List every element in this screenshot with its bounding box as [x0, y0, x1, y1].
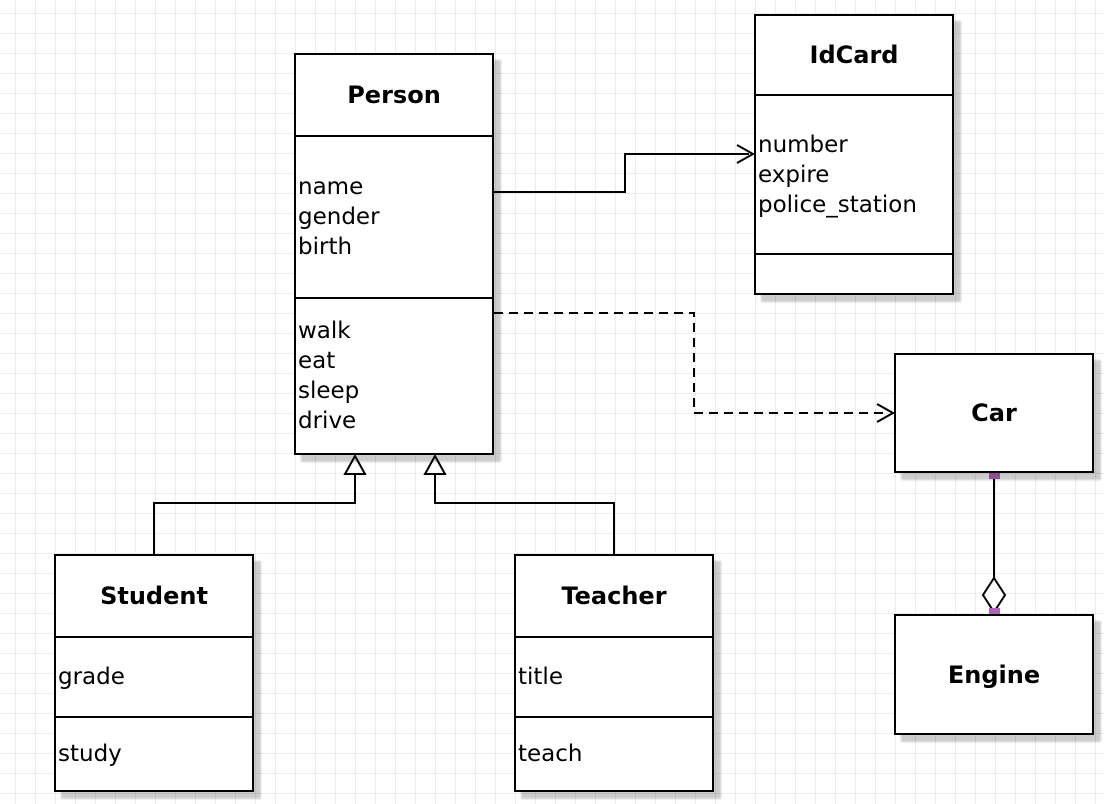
- class-title: Teacher: [561, 582, 667, 610]
- hollow-triangle-arrowhead-icon: [423, 453, 447, 475]
- open-arrowhead-icon: [736, 144, 756, 164]
- method: drive: [298, 408, 357, 434]
- generalization-student-person[interactable]: [153, 453, 367, 554]
- attributes-section: number expire police_station: [756, 94, 952, 253]
- attribute: name: [298, 174, 364, 200]
- class-car[interactable]: Car: [894, 353, 1094, 473]
- attribute: police_station: [758, 191, 917, 218]
- method: sleep: [298, 378, 360, 404]
- attribute: number: [758, 131, 848, 158]
- class-title: Person: [347, 81, 441, 109]
- hollow-triangle-arrowhead-icon: [343, 453, 367, 475]
- class-engine[interactable]: Engine: [894, 614, 1094, 735]
- method: walk: [298, 318, 351, 344]
- method: teach: [518, 741, 583, 767]
- connector-line[interactable]: [494, 153, 749, 193]
- attribute: grade: [58, 664, 125, 690]
- method: eat: [298, 348, 336, 374]
- class-idcard[interactable]: IdCard number expire police_station: [754, 14, 954, 295]
- endpoint-handle[interactable]: [989, 608, 1000, 619]
- attribute: expire: [758, 161, 830, 188]
- attribute: birth: [298, 234, 353, 260]
- attributes-section: grade: [56, 636, 252, 716]
- generalization-teacher-person[interactable]: [423, 453, 615, 554]
- method: study: [58, 741, 122, 767]
- attribute: gender: [298, 204, 380, 230]
- connector-line[interactable]: [434, 474, 615, 554]
- class-title: IdCard: [809, 41, 899, 69]
- dependency-person-car[interactable]: [494, 312, 896, 423]
- connector-line[interactable]: [153, 474, 356, 554]
- methods-section: teach: [516, 716, 712, 790]
- endpoint-handle[interactable]: [989, 468, 1000, 479]
- class-person[interactable]: Person name gender birth walk eat sleep …: [294, 53, 494, 455]
- attribute: title: [518, 664, 563, 690]
- class-student[interactable]: Student grade study: [54, 554, 254, 792]
- class-teacher[interactable]: Teacher title teach: [514, 554, 714, 792]
- class-title: Student: [100, 582, 208, 610]
- class-title: Car: [971, 399, 1017, 427]
- attributes-section: name gender birth: [296, 135, 492, 297]
- association-person-idcard[interactable]: [494, 144, 756, 193]
- aggregation-car-engine[interactable]: [981, 468, 1007, 619]
- aggregation-diamond-icon: [981, 576, 1007, 614]
- open-arrowhead-icon: [876, 403, 896, 423]
- methods-section: walk eat sleep drive: [296, 297, 492, 453]
- methods-section-empty: [756, 253, 952, 293]
- connector-line[interactable]: [494, 312, 888, 414]
- attributes-section: title: [516, 636, 712, 716]
- class-title: Engine: [947, 660, 1041, 689]
- methods-section: study: [56, 716, 252, 790]
